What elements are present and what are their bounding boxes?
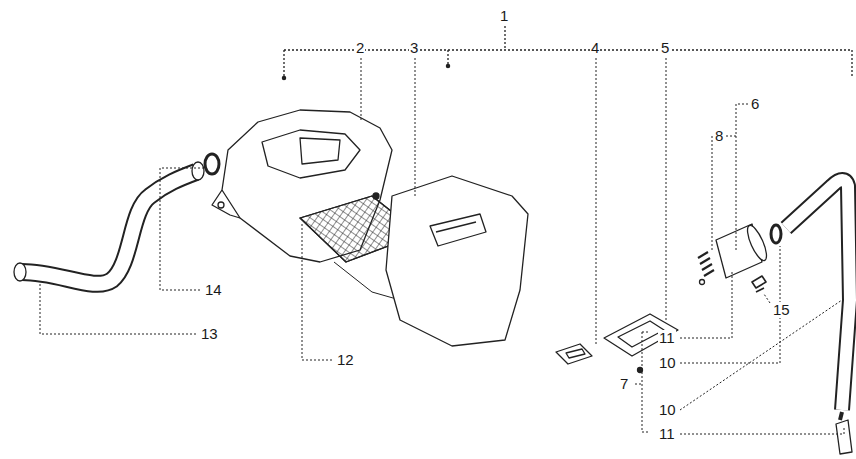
callout-number: 11 (658, 426, 676, 442)
callout-number: 7 (619, 376, 629, 392)
callout-number: 13 (200, 326, 219, 342)
callout-number: 15 (772, 302, 791, 318)
callout-number: 10 (658, 355, 677, 371)
callout-number: 6 (750, 96, 760, 112)
callout-number: 1 (499, 8, 509, 24)
callout-number: 11 (658, 330, 676, 346)
callout-number: 8 (714, 128, 724, 144)
callout-number: 3 (409, 40, 419, 56)
callout-number: 12 (336, 352, 355, 368)
callout-number: 5 (660, 40, 670, 56)
callout-number: 10 (658, 402, 677, 418)
callout-number: 2 (355, 40, 365, 56)
callout-number: 4 (590, 40, 600, 56)
callout-number: 14 (204, 282, 223, 298)
